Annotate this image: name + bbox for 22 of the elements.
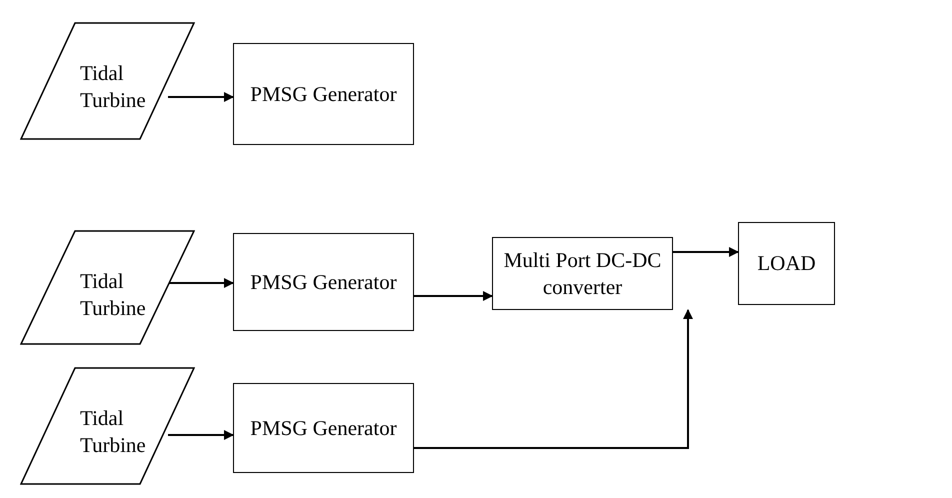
arrow bbox=[168, 430, 234, 440]
process-box bbox=[233, 233, 414, 331]
node-label: PMSG Generator bbox=[249, 268, 398, 296]
input-parallelogram bbox=[20, 22, 195, 140]
node-label: PMSG Generator bbox=[249, 414, 398, 442]
process-box bbox=[233, 43, 414, 145]
node-label: Tidal Turbine bbox=[80, 405, 147, 459]
arrow bbox=[673, 247, 739, 257]
node-label: Tidal Turbine bbox=[80, 60, 147, 114]
arrow bbox=[414, 291, 493, 301]
node-label: PMSG Generator bbox=[249, 80, 398, 108]
input-parallelogram bbox=[20, 230, 195, 345]
input-parallelogram bbox=[20, 367, 195, 485]
arrow bbox=[168, 278, 234, 288]
arrow bbox=[168, 92, 234, 102]
node-label: LOAD bbox=[756, 250, 817, 277]
process-box bbox=[492, 237, 673, 310]
node-label: Multi Port DC-DC converter bbox=[502, 246, 662, 300]
arrow bbox=[414, 309, 693, 449]
node-label: Tidal Turbine bbox=[80, 268, 147, 322]
load-box bbox=[738, 222, 835, 305]
process-box bbox=[233, 383, 414, 473]
